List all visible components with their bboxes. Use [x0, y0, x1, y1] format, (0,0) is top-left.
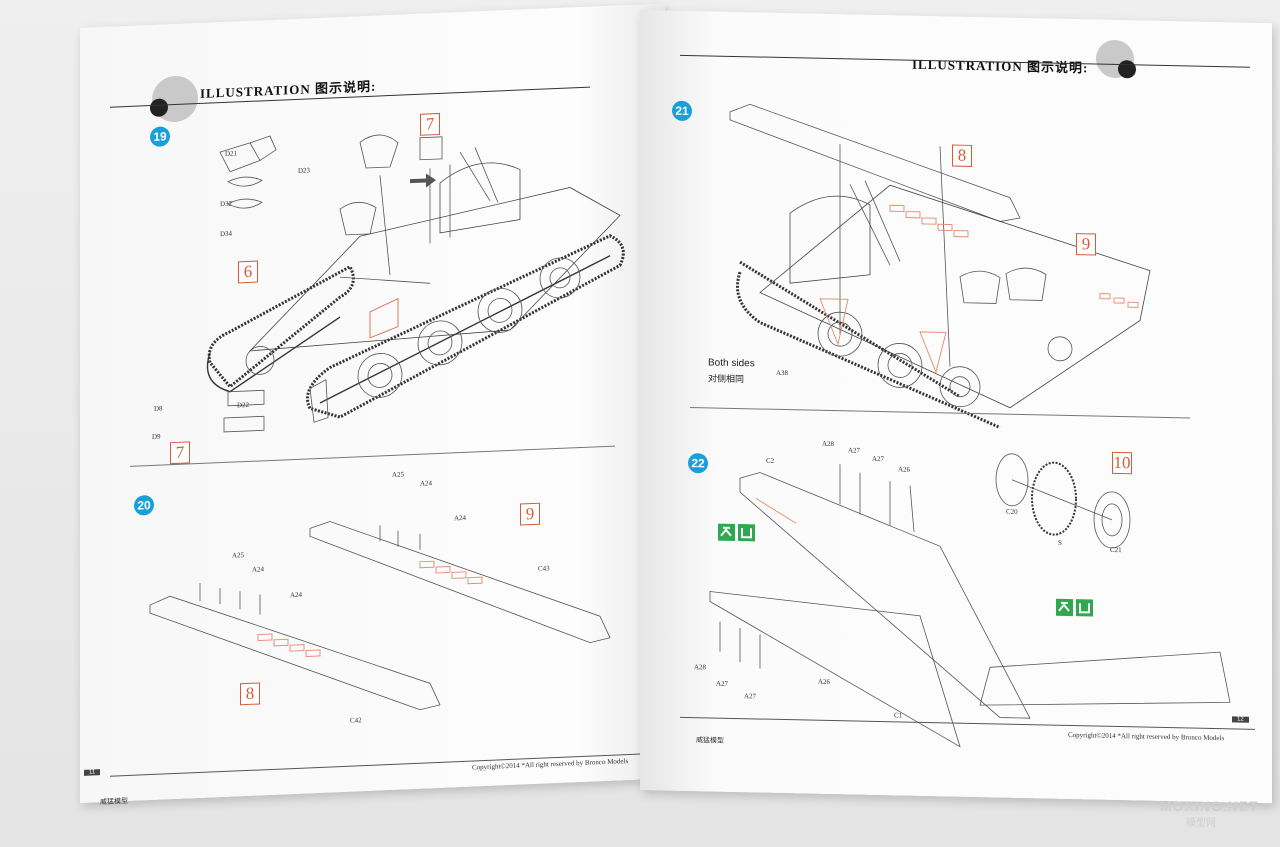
part-label-a24-right: A24: [454, 513, 467, 523]
step-21-badge: 21: [672, 100, 692, 122]
part-label-a24-right-top: A24: [420, 479, 433, 488]
part-label-a27-bottom-2: A27: [744, 692, 757, 701]
callout-box-10: 10: [1112, 451, 1132, 475]
part-label-d34: D34: [220, 229, 233, 239]
right-brand: 威猛模型: [696, 736, 724, 745]
paint-icon-a: [718, 523, 735, 541]
paint-icon-d: [1076, 599, 1093, 617]
left-step-separator: [130, 445, 615, 467]
part-label-a26-top: A26: [898, 465, 911, 474]
left-brand: 威猛模型: [100, 796, 128, 807]
part-label-c42: C42: [350, 716, 362, 725]
paint-icon-pair-top: [718, 523, 755, 542]
callout-box-9-right: 9: [1076, 233, 1096, 256]
part-label-d21: D21: [225, 149, 238, 158]
callout-box-6: 6: [238, 260, 258, 284]
part-label-d9: D9: [152, 432, 161, 441]
part-label-d32: D32: [220, 199, 233, 209]
part-label-d8: D8: [154, 404, 163, 413]
paint-icon-pair-bottom: [1056, 598, 1093, 617]
part-label-a24-left: A24: [290, 590, 303, 600]
watermark-main: MOXING.NET: [1160, 798, 1259, 814]
right-page-number: 12: [1232, 716, 1249, 723]
step-19-drawing: [206, 134, 625, 433]
part-label-s: S: [1058, 538, 1062, 547]
paint-icon-b: [738, 524, 755, 542]
callout-box-7-top: 7: [420, 112, 440, 136]
part-label-d23: D23: [298, 166, 311, 175]
left-header: ILLUSTRATION 图示说明:: [200, 78, 377, 101]
step-19-badge: 19: [150, 126, 170, 148]
left-page: ILLUSTRATION 图示说明: 19 20: [80, 3, 665, 806]
note-both-sides-cn: 对侧相同: [708, 373, 745, 385]
part-label-c43: C43: [538, 564, 550, 573]
part-label-c1: C1: [894, 711, 903, 720]
part-label-a28-bottom: A28: [694, 663, 707, 672]
part-label-a24-left-top: A24: [252, 565, 265, 574]
part-label-c21: C21: [1110, 545, 1122, 555]
callout-box-9: 9: [520, 502, 540, 526]
part-label-a27-top-1: A27: [848, 446, 861, 455]
part-label-a27-bottom-1: A27: [716, 679, 729, 688]
callout-box-7-bottom: 7: [170, 441, 190, 465]
part-label-a38: A38: [776, 368, 789, 378]
watermark-sub: 模型网: [1186, 818, 1216, 829]
left-page-number: 11: [84, 769, 101, 776]
step-20-drawing: [149, 521, 611, 711]
part-label-a26-bottom: A26: [818, 677, 831, 686]
note-both-sides: Both sides: [708, 357, 755, 370]
paint-icon-c: [1056, 598, 1073, 617]
part-label-c2: C2: [766, 456, 775, 465]
part-label-a25-left: A25: [232, 551, 245, 560]
part-label-a28-top: A28: [822, 439, 835, 449]
part-label-a27-top-2: A27: [872, 454, 885, 464]
part-label-c20: C20: [1006, 507, 1018, 516]
part-label-d22: D22: [237, 400, 250, 410]
part-label-a25-right: A25: [392, 470, 405, 479]
right-header-circle-dark: [1118, 60, 1136, 79]
callout-box-8: 8: [240, 682, 260, 706]
right-page: ILLUSTRATION 图示说明: 21 22: [640, 10, 1272, 804]
right-header: ILLUSTRATION 图示说明:: [912, 56, 1089, 76]
callout-box-8-right: 8: [952, 144, 972, 167]
step-22-drawing: [709, 453, 1231, 748]
step-21-drawing: [729, 103, 1151, 429]
